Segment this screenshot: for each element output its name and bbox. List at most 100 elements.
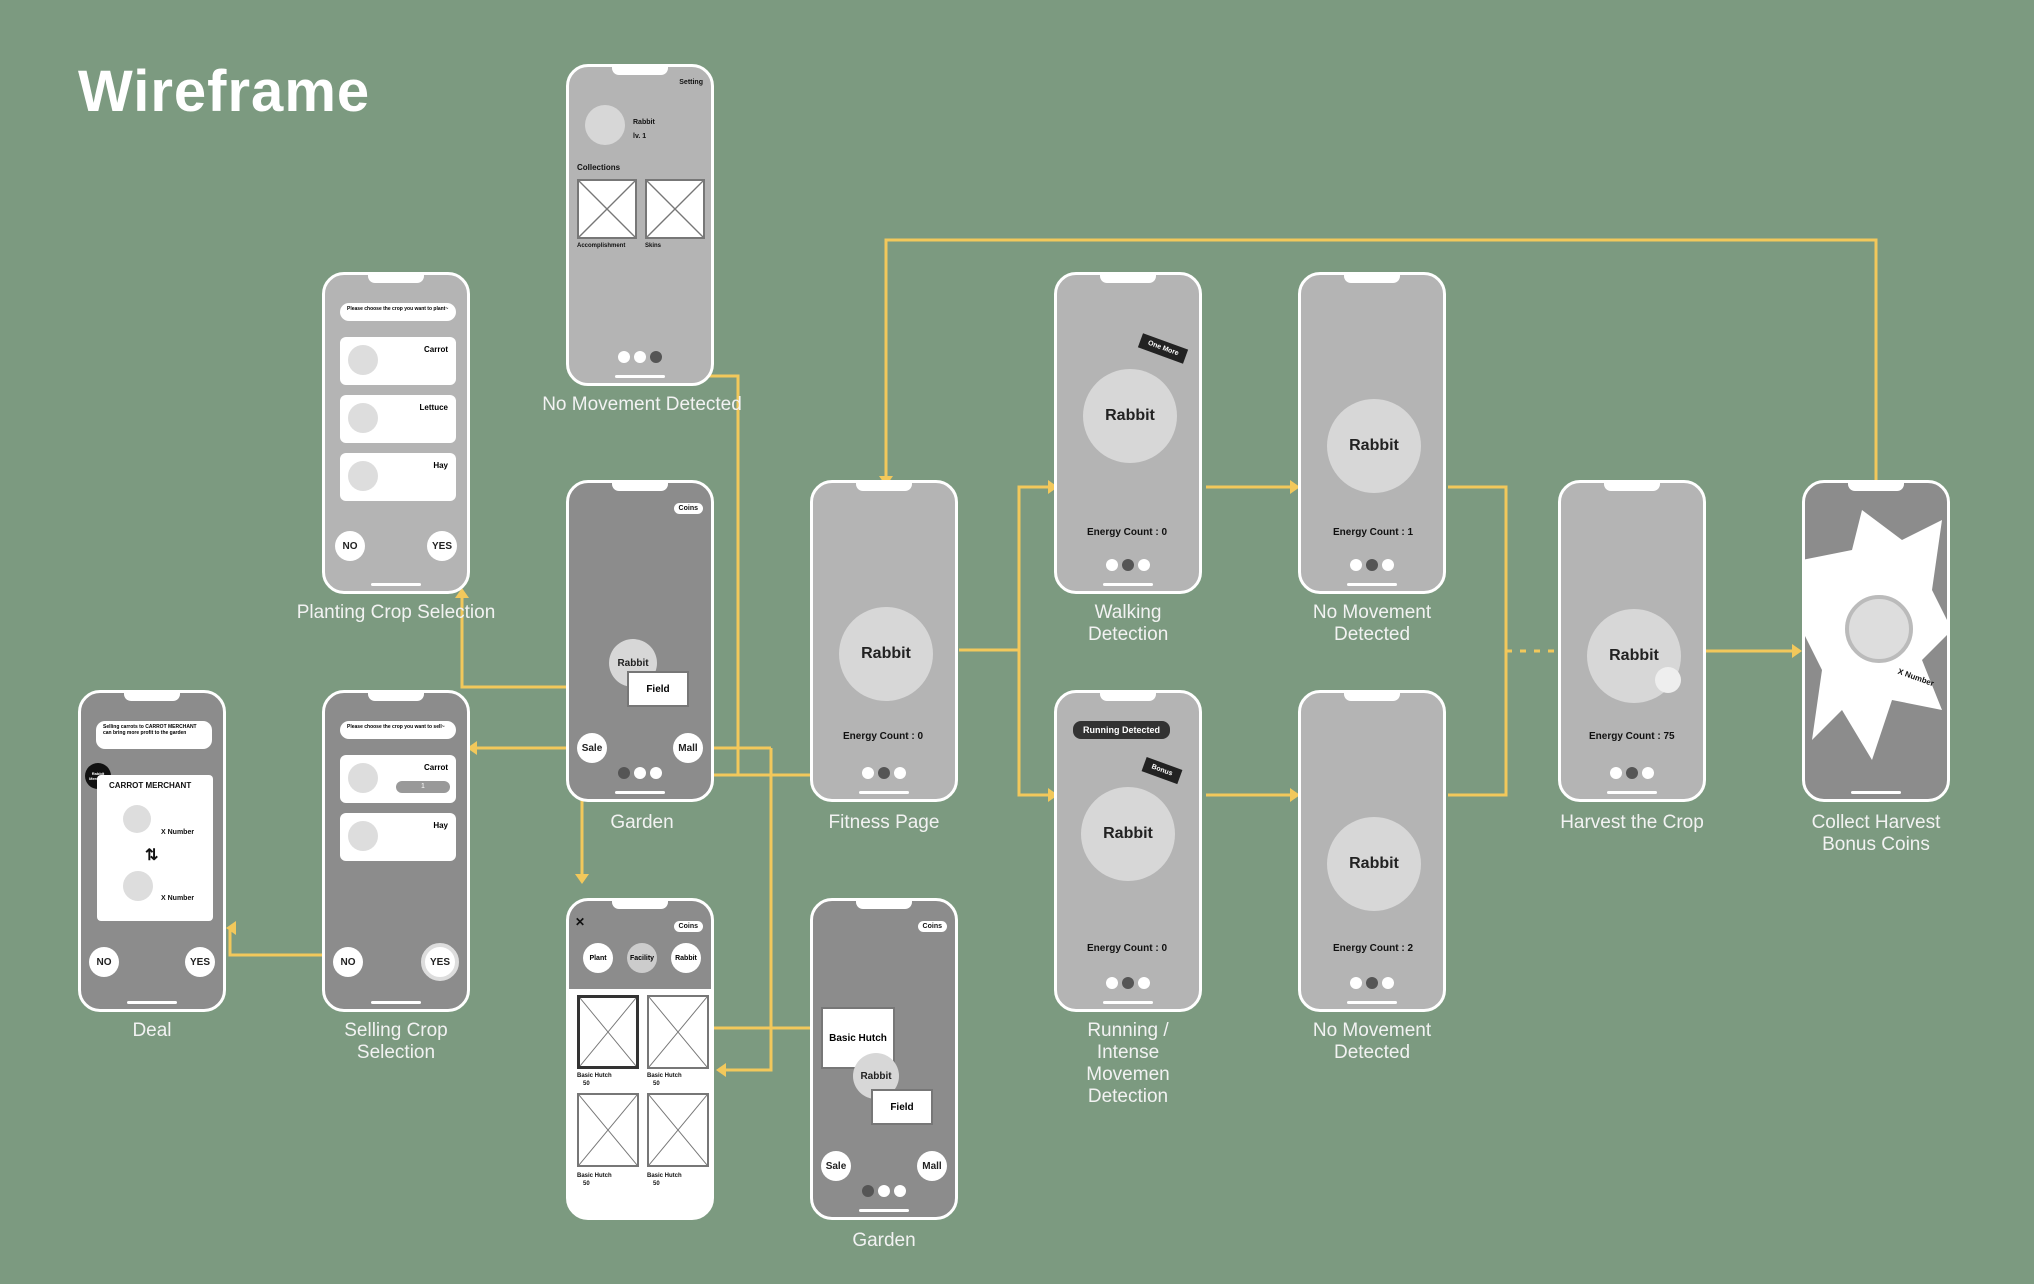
crop-name: Lettuce: [419, 403, 448, 412]
connector: [1448, 485, 1508, 797]
no-button[interactable]: NO: [333, 947, 363, 977]
accomplishment-tile[interactable]: [577, 179, 637, 239]
quantity-label: X Number: [161, 895, 195, 902]
phone-notch: [1344, 275, 1400, 283]
arrow-head: [226, 921, 236, 935]
shop-item-name: Basic Hutch: [577, 1073, 612, 1079]
quantity-stepper[interactable]: 1: [396, 781, 450, 793]
page-dots[interactable]: [569, 351, 711, 363]
energy-count: Energy Count : 1: [1333, 527, 1414, 538]
page-dots[interactable]: [1057, 559, 1199, 571]
home-indicator: [1347, 1001, 1397, 1004]
garden-screen: Coins Rabbit Field Sale Mall: [566, 480, 714, 802]
page-dots[interactable]: [1301, 977, 1443, 989]
shop-item-tile[interactable]: [647, 995, 709, 1069]
screen-caption: Walking Detection: [1088, 602, 1169, 645]
no-button[interactable]: NO: [89, 947, 119, 977]
screen-caption: Selling Crop Selection: [344, 1020, 448, 1063]
page-dots[interactable]: [813, 767, 955, 779]
carrot-icon: [123, 805, 151, 833]
crop-card[interactable]: Carrot 1: [340, 755, 456, 803]
page-dots[interactable]: [1057, 977, 1199, 989]
rabbit-avatar: Rabbit: [1327, 817, 1421, 911]
home-indicator: [127, 1001, 177, 1004]
shop-item-name: Basic Hutch: [647, 1173, 682, 1179]
home-indicator: [615, 375, 665, 378]
connector: [959, 485, 1054, 652]
page-dots[interactable]: [1561, 767, 1703, 779]
coin-icon[interactable]: [1845, 595, 1913, 663]
screen-caption: Fitness Page: [828, 812, 940, 833]
phone-notch: [368, 275, 424, 283]
page-title: Wireframe: [78, 59, 371, 124]
garden-screen-2: Coins Basic Hutch Rabbit Field Sale Mall: [810, 898, 958, 1220]
home-indicator: [371, 1001, 421, 1004]
energy-count: Energy Count : 75: [1589, 731, 1675, 742]
tile-label: Accomplishment: [577, 243, 626, 249]
rabbit-avatar: Rabbit: [1083, 369, 1177, 463]
crop-card[interactable]: Hay: [340, 813, 456, 861]
quantity-value: 1: [421, 783, 425, 790]
hay-icon: [348, 461, 378, 491]
rabbit-avatar: Rabbit: [839, 607, 933, 701]
sale-button[interactable]: Sale: [821, 1151, 851, 1181]
shop-item-price: 50: [583, 1181, 590, 1187]
placeholder-icon: [647, 181, 703, 237]
arrow-head: [716, 1063, 726, 1077]
screen-caption: Collect Harvest Bonus Coins: [1811, 812, 1941, 855]
deal-screen: Selling carrots to CARROT MERCHANT can b…: [78, 690, 226, 1012]
crop-card[interactable]: Carrot: [340, 337, 456, 385]
screen-caption: No Movement Detected: [542, 394, 742, 415]
phone-notch: [856, 483, 912, 491]
yes-button[interactable]: YES: [185, 947, 215, 977]
page-dots[interactable]: [813, 1185, 955, 1197]
home-indicator: [859, 791, 909, 794]
home-indicator: [1851, 791, 1901, 794]
no-button[interactable]: NO: [335, 531, 365, 561]
page-dots[interactable]: [569, 767, 711, 779]
tab-plant[interactable]: Plant: [583, 943, 613, 973]
placeholder-icon: [579, 181, 635, 237]
screen-caption: Harvest the Crop: [1560, 812, 1704, 833]
page-dots[interactable]: [1301, 559, 1443, 571]
phone-notch: [1604, 483, 1660, 491]
shop-item-tile[interactable]: [647, 1093, 709, 1167]
running-screen: Running Detected Bonus Rabbit Energy Cou…: [1054, 690, 1202, 1012]
walking-screen: One More Rabbit Energy Count : 0: [1054, 272, 1202, 594]
yes-button[interactable]: YES: [421, 943, 459, 981]
shop-screen: ✕ Coins Plant Facility Rabbit Basic Hutc…: [566, 898, 714, 1220]
phone-notch: [1344, 693, 1400, 701]
sale-button[interactable]: Sale: [577, 733, 607, 763]
profile-screen: Setting Rabbit lv. 1 Collections Accompl…: [566, 64, 714, 386]
shop-item-tile[interactable]: [577, 995, 639, 1069]
hay-icon: [348, 821, 378, 851]
no-movement-screen: Rabbit Energy Count : 2: [1298, 690, 1446, 1012]
connector: [884, 238, 1878, 482]
tab-facility[interactable]: Facility: [627, 943, 657, 973]
home-indicator: [1607, 791, 1657, 794]
screen-caption: Planting Crop Selection: [296, 602, 496, 623]
yes-button[interactable]: YES: [427, 531, 457, 561]
mall-button[interactable]: Mall: [917, 1151, 947, 1181]
phone-notch: [612, 67, 668, 75]
crop-card[interactable]: Hay: [340, 453, 456, 501]
tab-rabbit[interactable]: Rabbit: [671, 943, 701, 973]
shop-item-tile[interactable]: [577, 1093, 639, 1167]
carrot-icon: [348, 345, 378, 375]
harvest-screen: Rabbit Energy Count : 75: [1558, 480, 1706, 802]
rabbit-avatar: Rabbit: [1081, 787, 1175, 881]
field-tile[interactable]: Field: [871, 1089, 933, 1125]
coins-badge: Coins: [917, 921, 947, 932]
home-indicator: [1347, 583, 1397, 586]
mall-button[interactable]: Mall: [673, 733, 703, 763]
tile-label: Skins: [645, 243, 662, 249]
crop-card[interactable]: Lettuce: [340, 395, 456, 443]
field-tile[interactable]: Field: [627, 671, 689, 707]
skins-tile[interactable]: [645, 179, 705, 239]
setting-link[interactable]: Setting: [679, 79, 703, 86]
close-icon[interactable]: ✕: [575, 915, 586, 929]
crop-name: Hay: [433, 461, 448, 470]
no-movement-screen: Rabbit Energy Count : 1: [1298, 272, 1446, 594]
collections-heading: Collections: [577, 163, 621, 172]
